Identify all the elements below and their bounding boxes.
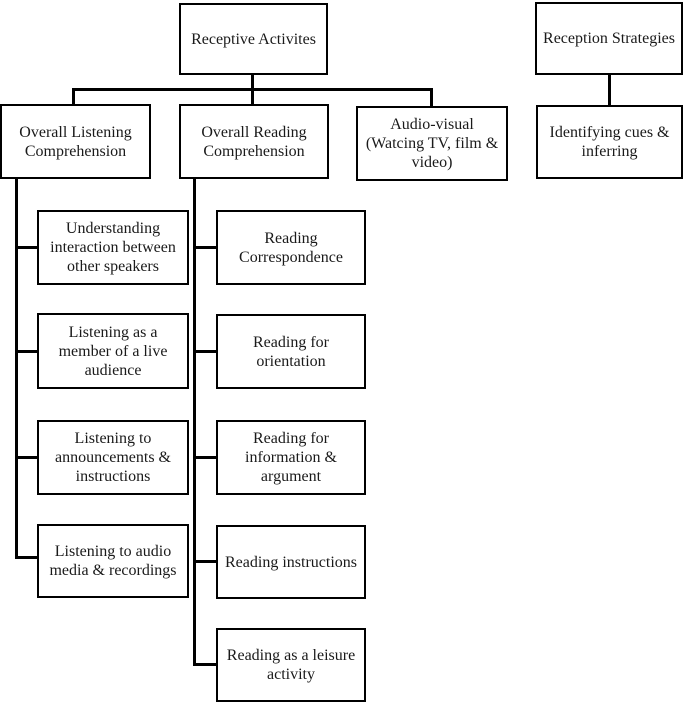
- connector-reading-stub-1: [193, 246, 218, 249]
- connector-stub-listening: [72, 88, 75, 104]
- node-reading-information-argument: Reading for information & argument: [216, 420, 366, 495]
- node-reception-strategies: Reception Strategies: [535, 2, 683, 75]
- connector-reading-stub-4: [193, 560, 218, 563]
- node-label: Overall Reading Comprehension: [201, 123, 307, 160]
- connector-stub-audiovisual: [430, 88, 433, 106]
- node-listening-audio-media: Listening to audio media & recordings: [37, 524, 189, 598]
- node-reading-instructions: Reading instructions: [216, 525, 366, 599]
- connector-stub-reading: [251, 88, 254, 104]
- connector-listening-trunk: [15, 178, 18, 559]
- connector-reading-trunk: [193, 178, 196, 666]
- node-overall-reading-comprehension: Overall Reading Comprehension: [179, 104, 329, 179]
- connector-reading-stub-3: [193, 456, 218, 459]
- connector-listening-stub-4: [15, 556, 39, 559]
- node-receptive-activities: Receptive Activites: [179, 3, 328, 75]
- connector-root-drop: [251, 74, 254, 91]
- node-label: Receptive Activites: [191, 30, 316, 48]
- node-reading-correspondence: Reading Correspondence: [216, 210, 366, 285]
- connector-reading-stub-2: [193, 350, 218, 353]
- node-identifying-cues-inferring: Identifying cues & inferring: [536, 105, 683, 179]
- connector-listening-stub-1: [15, 246, 39, 249]
- node-listening-announcements: Listening to announcements & instruction…: [37, 420, 189, 495]
- node-label: Understanding interaction between other …: [50, 220, 176, 275]
- node-label: Audio-visual (Watcing TV, film & video): [365, 116, 499, 171]
- connector-listening-stub-2: [15, 350, 39, 353]
- connector-reading-stub-5: [193, 663, 218, 666]
- connector-reception-drop: [608, 73, 611, 105]
- node-reading-for-orientation: Reading for orientation: [216, 314, 366, 389]
- node-label: Reading instructions: [225, 553, 357, 571]
- node-listening-live-audience: Listening as a member of a live audience: [37, 313, 189, 389]
- node-label: Listening to audio media & recordings: [49, 543, 177, 579]
- connector-listening-stub-3: [15, 456, 39, 459]
- node-label: Listening to announcements & instruction…: [55, 430, 171, 485]
- node-label: Reading for information & argument: [245, 430, 337, 485]
- node-label: Identifying cues & inferring: [549, 124, 670, 160]
- node-label: Overall Listening Comprehension: [19, 123, 132, 160]
- node-label: Reading as a leisure activity: [226, 647, 356, 683]
- node-overall-listening-comprehension: Overall Listening Comprehension: [0, 104, 151, 179]
- node-understanding-interaction: Understanding interaction between other …: [37, 210, 189, 285]
- node-label: Reading Correspondence: [239, 229, 343, 266]
- node-label: Listening as a member of a live audience: [58, 323, 168, 379]
- node-audio-visual: Audio-visual (Watcing TV, film & video): [356, 106, 508, 181]
- node-label: Reading for orientation: [253, 333, 329, 370]
- node-reading-leisure-activity: Reading as a leisure activity: [216, 628, 366, 702]
- node-label: Reception Strategies: [543, 30, 675, 47]
